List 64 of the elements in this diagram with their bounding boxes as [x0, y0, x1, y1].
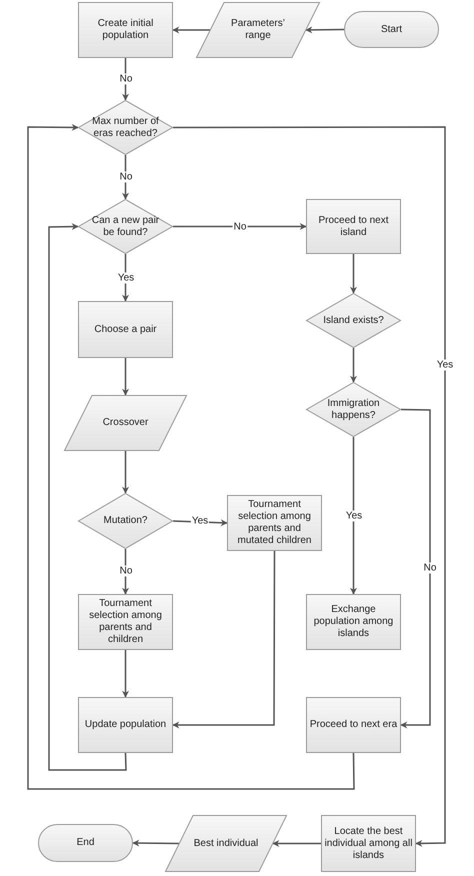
edge-label: No — [118, 74, 134, 84]
edge-label: Yes — [436, 360, 454, 370]
node-text: Update population — [84, 719, 166, 731]
arrow — [350, 437, 357, 595]
node-text: End — [76, 837, 94, 849]
arrow — [173, 223, 307, 230]
arrow — [172, 26, 210, 34]
data-parallelogram — [196, 2, 320, 58]
decision-diamond — [306, 293, 401, 348]
node-text: Tournament selection among parents and mutated children — [236, 499, 312, 547]
process-box — [78, 2, 173, 58]
node-text: Proceed to next era — [310, 719, 398, 731]
arrow — [172, 551, 276, 728]
node-text: Max number of eras reached? — [91, 116, 160, 140]
edge-label: No — [232, 222, 248, 232]
terminal-shape — [344, 11, 439, 48]
decision-diamond — [306, 382, 401, 437]
arrow — [122, 650, 129, 698]
process-box — [321, 815, 416, 872]
edge-label: Yes — [344, 510, 364, 522]
arrow — [132, 840, 179, 847]
node-text: Island exists? — [323, 314, 384, 326]
arrow — [122, 254, 129, 302]
arrow — [305, 26, 344, 34]
node-text: Locate the best individual among all islands — [324, 826, 414, 862]
node-text: Exchange population among islands — [312, 604, 394, 640]
node-text: Best individual — [194, 838, 258, 850]
arrow — [27, 124, 355, 790]
terminal-shape — [38, 824, 133, 862]
decision-diamond — [78, 100, 173, 155]
process-box — [306, 199, 401, 254]
decision-diamond — [78, 493, 173, 549]
node-text: Choose a pair — [94, 324, 157, 336]
edge-label: Yes — [190, 516, 210, 526]
edge-label: Yes — [116, 272, 136, 284]
node-text: Immigration happens? — [326, 398, 381, 422]
arrow — [122, 451, 129, 494]
data-parallelogram — [165, 815, 287, 872]
process-box — [306, 594, 401, 650]
process-box — [78, 301, 173, 358]
node-text: Tournament selection among parents and children — [88, 598, 163, 646]
node-text: Start — [380, 24, 402, 36]
arrow — [400, 408, 431, 728]
edge-label: No — [118, 172, 134, 182]
node-text: Mutation? — [104, 515, 148, 527]
process-box — [306, 697, 401, 753]
edge-label: No — [118, 566, 134, 576]
arrow — [272, 840, 321, 847]
process-box — [78, 697, 173, 753]
node-text: Proceed to next island — [317, 214, 390, 238]
arrow — [350, 254, 357, 294]
process-box — [227, 495, 322, 551]
arrow — [122, 358, 129, 396]
node-text: Parameters’ range — [230, 18, 286, 42]
edge-label: No — [422, 562, 438, 574]
node-text: Crossover — [102, 417, 148, 429]
data-parallelogram — [64, 395, 187, 451]
node-text: Can a new pair be found? — [90, 214, 160, 238]
arrow — [173, 126, 446, 847]
node-text: Create initial population — [96, 18, 154, 42]
process-box — [78, 594, 173, 650]
decision-diamond — [78, 199, 173, 254]
arrow — [48, 223, 127, 771]
arrow — [350, 348, 357, 383]
